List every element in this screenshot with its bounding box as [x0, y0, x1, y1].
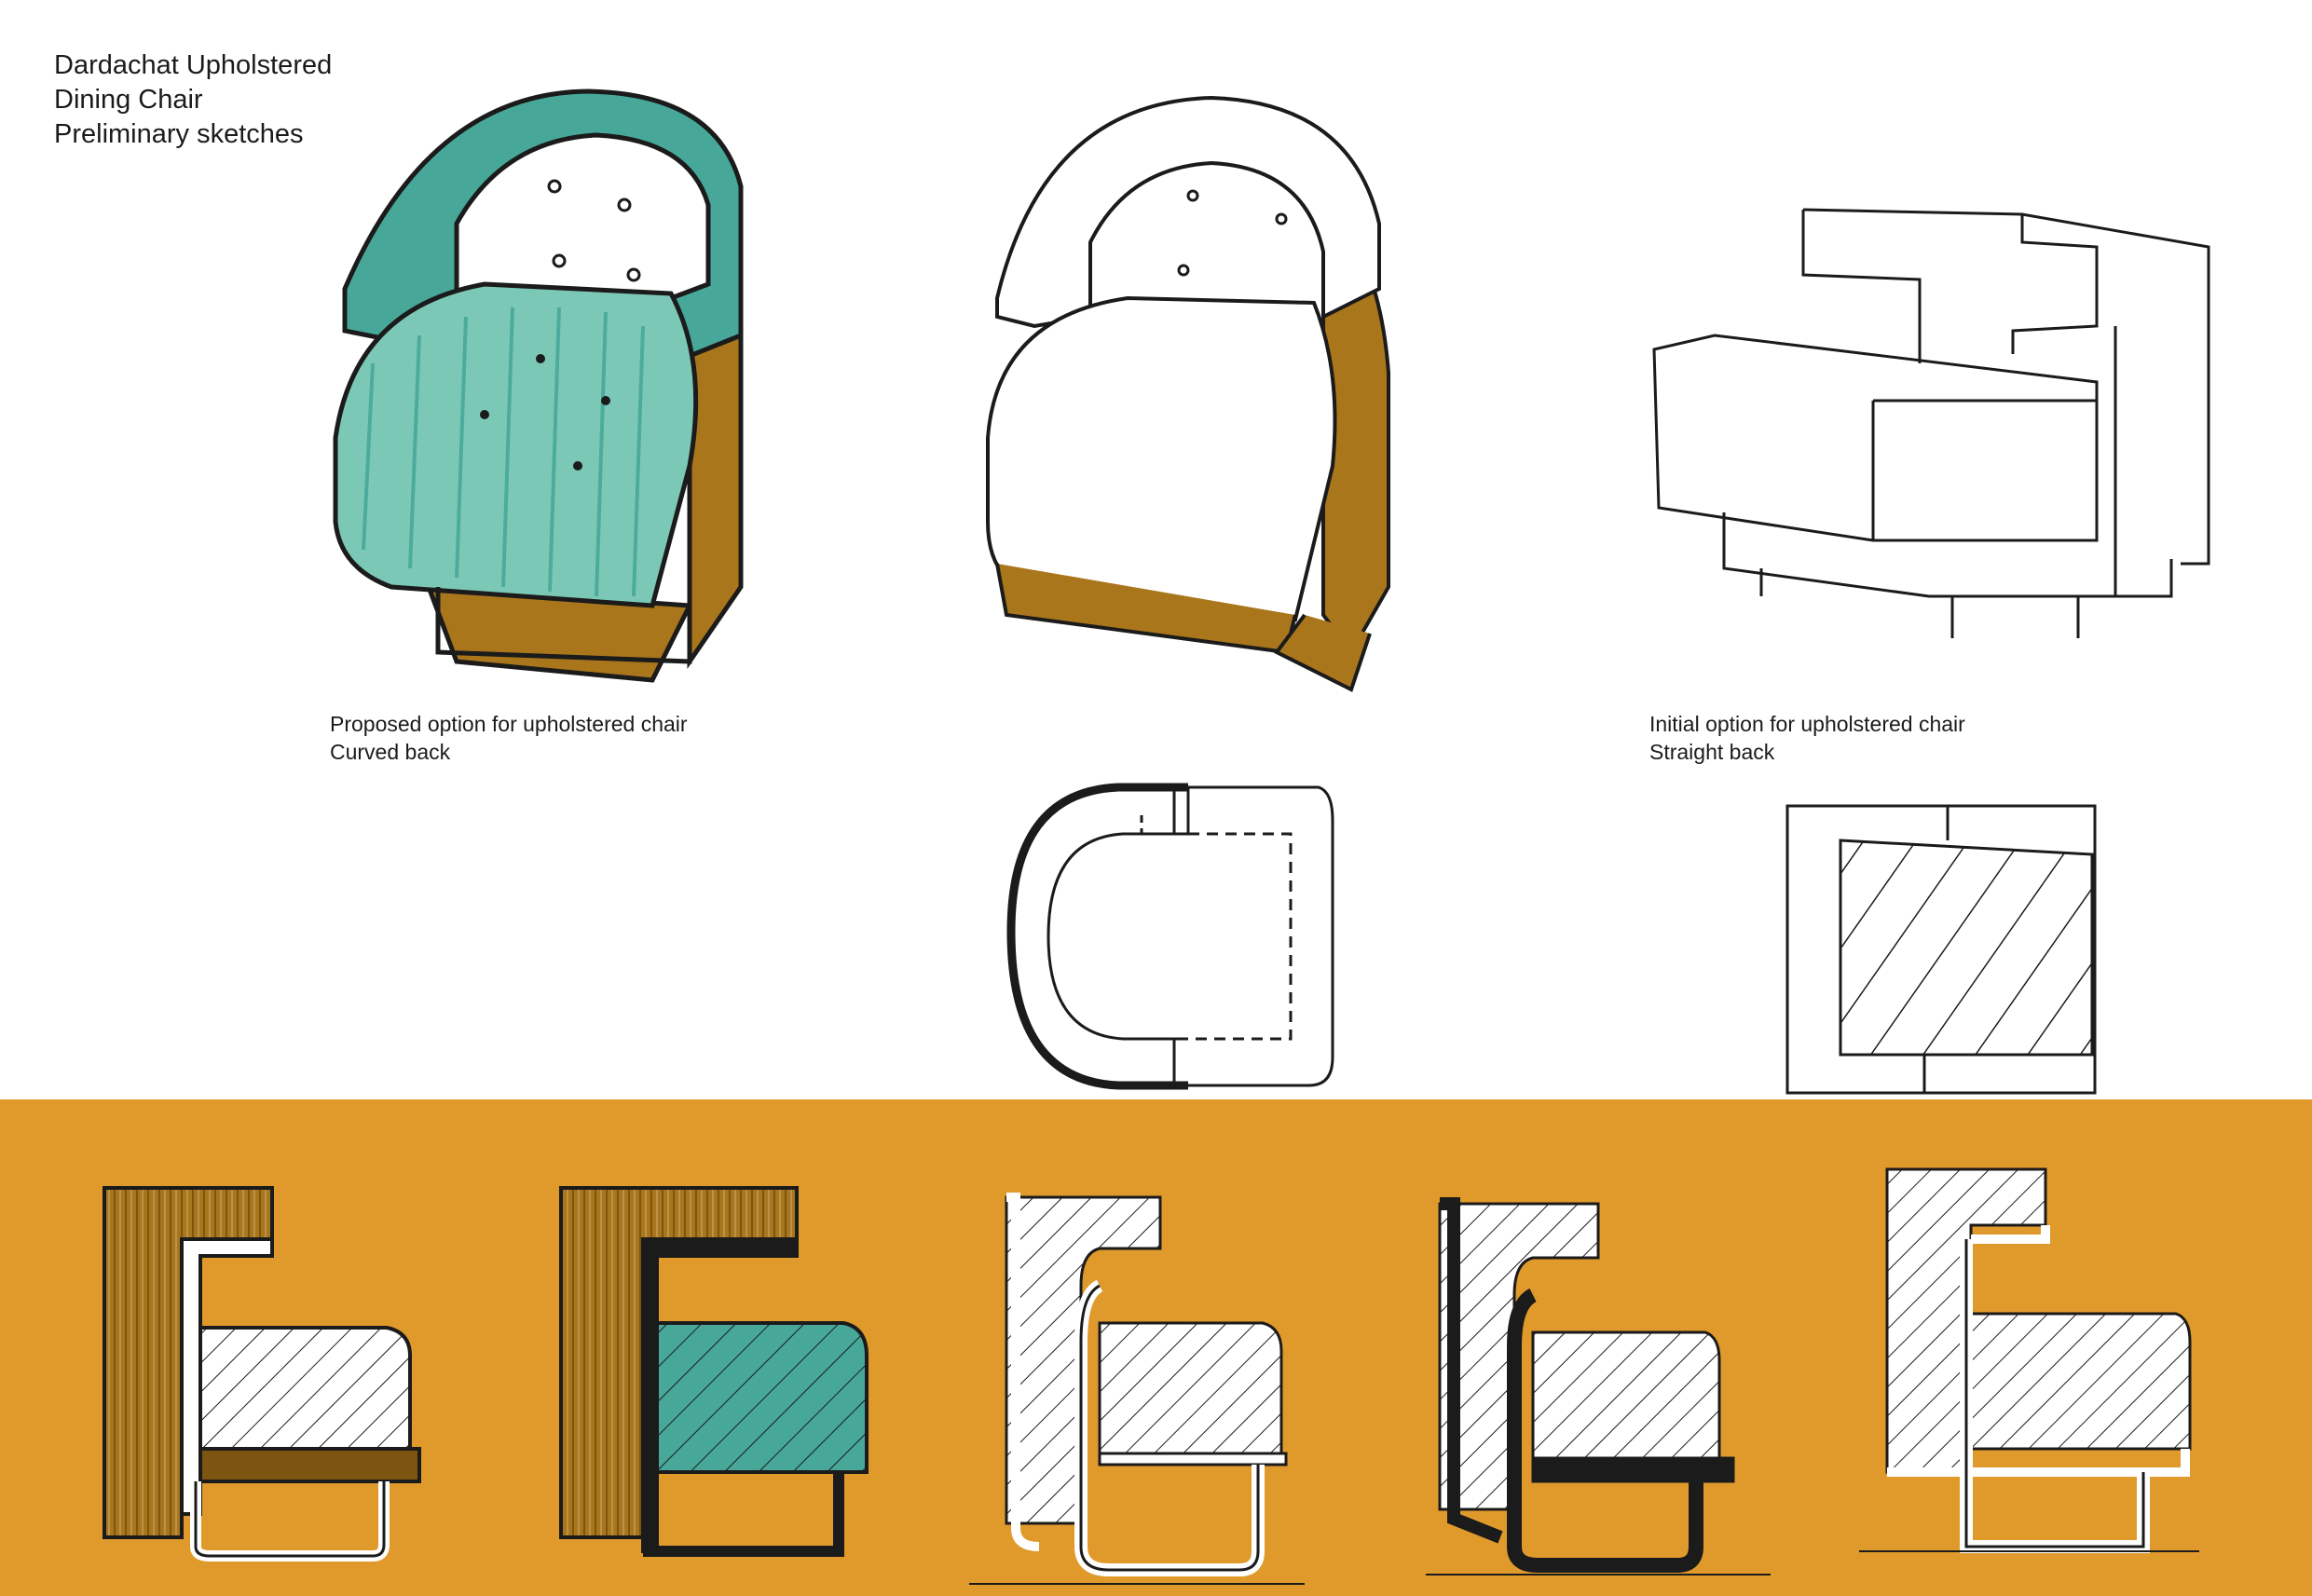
- side-elevation-4: [1426, 1197, 1771, 1576]
- caption-straight-line-2: Straight back: [1649, 740, 1775, 764]
- side-elevation-1: [103, 1186, 421, 1562]
- curved-chair-line-sketch: [986, 95, 1390, 692]
- caption-curved-line-1: Proposed option for upholstered chair: [330, 712, 688, 736]
- curved-chair-colored-sketch: [333, 89, 744, 683]
- caption-curved-back: Proposed option for upholstered chair Cu…: [330, 710, 688, 766]
- side-elevation-2: [559, 1186, 869, 1557]
- sheet-title: Dardachat Upholstered Dining Chair Preli…: [54, 48, 332, 152]
- curved-chair-plan-sketch: [1006, 783, 1334, 1090]
- caption-curved-line-2: Curved back: [330, 740, 451, 764]
- title-line-2: Dining Chair: [54, 85, 203, 115]
- side-elevation-sketches: [103, 1167, 2199, 1585]
- title-line-3: Preliminary sketches: [54, 119, 304, 149]
- caption-straight-line-1: Initial option for upholstered chair: [1649, 712, 1965, 736]
- title-line-1: Dardachat Upholstered: [54, 50, 333, 80]
- straight-chair-line-sketch: [1652, 208, 2210, 638]
- side-elevation-5: [1859, 1167, 2199, 1553]
- side-elevation-3: [969, 1193, 1305, 1585]
- straight-chair-plan-sketch: [1785, 804, 2097, 1095]
- caption-straight-back: Initial option for upholstered chair Str…: [1649, 710, 1965, 766]
